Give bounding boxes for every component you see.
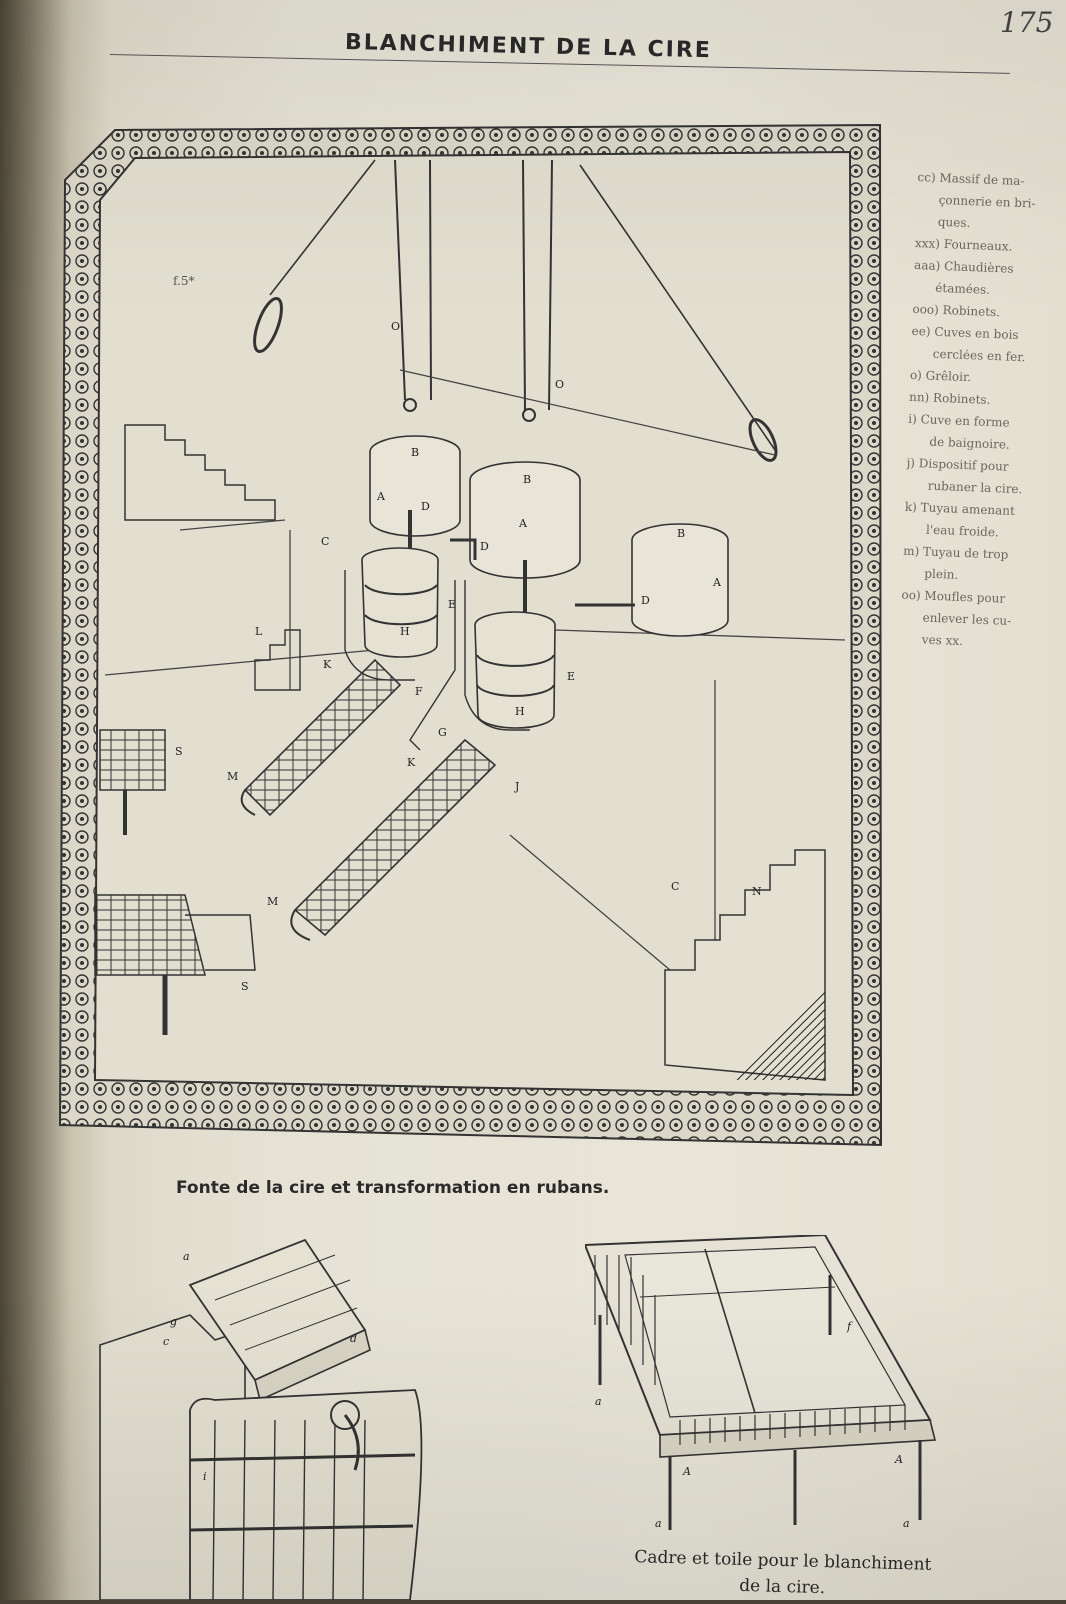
svg-text:O: O — [391, 320, 400, 333]
page-number: 175 — [1000, 6, 1054, 39]
table-1 — [99, 729, 166, 835]
frame-figure-caption: Cadre et toile pour le blanchiment de la… — [633, 1544, 932, 1604]
svg-text:B: B — [677, 527, 685, 540]
svg-text:E: E — [448, 598, 456, 611]
svg-text:S: S — [241, 980, 249, 993]
vat-1 — [361, 547, 439, 658]
tub-1 — [240, 658, 402, 817]
svg-text:G: G — [438, 726, 447, 739]
svg-text:O: O — [555, 378, 564, 391]
diagram-labels: B A D B A D B A D C E H E H K K F G J M … — [175, 320, 762, 993]
scribble: f.5* — [173, 274, 194, 288]
main-figure-caption: Fonte de la cire et transformation en ru… — [176, 1178, 610, 1198]
svg-text:c: c — [163, 1335, 169, 1348]
svg-text:A: A — [712, 576, 722, 589]
svg-text:K: K — [407, 756, 416, 769]
svg-text:A: A — [894, 1453, 903, 1466]
vat-2 — [474, 611, 556, 729]
svg-text:A: A — [682, 1465, 691, 1478]
svg-text:B: B — [523, 473, 531, 486]
legend: cc) Massif de ma-çonnerie en bri-ques. x… — [899, 166, 1065, 655]
svg-text:K: K — [323, 658, 332, 671]
svg-text:d: d — [350, 1332, 357, 1345]
table-2 — [94, 894, 256, 1035]
svg-text:B: B — [411, 446, 419, 459]
svg-text:a: a — [903, 1517, 910, 1530]
svg-text:i: i — [203, 1470, 207, 1483]
svg-text:A: A — [518, 517, 528, 530]
svg-text:a: a — [183, 1250, 190, 1263]
svg-text:E: E — [567, 670, 575, 683]
svg-text:H: H — [400, 625, 410, 638]
svg-text:D: D — [480, 540, 489, 553]
boiler-3 — [631, 523, 729, 637]
tub-2 — [290, 738, 497, 941]
svg-text:a: a — [595, 1395, 602, 1408]
boiler-1 — [369, 435, 461, 537]
page-title: BLANCHIMENT DE LA CIRE — [344, 30, 713, 64]
svg-text:A: A — [376, 490, 386, 503]
svg-text:D: D — [641, 594, 650, 607]
svg-text:C: C — [671, 880, 679, 893]
svg-text:a: a — [655, 1517, 662, 1530]
svg-text:H: H — [515, 705, 525, 718]
svg-text:g: g — [170, 1315, 177, 1328]
boiler-2 — [469, 461, 581, 579]
bleaching-frame-illustration: a a a A A f — [585, 1235, 937, 1530]
legend-item: cc) Massif de ma-çonnerie en bri-ques. — [917, 169, 1036, 231]
svg-text:J: J — [514, 780, 519, 793]
svg-text:M: M — [267, 895, 278, 908]
svg-text:L: L — [255, 625, 263, 638]
main-illustration: f.5* — [58, 123, 883, 1147]
svg-text:D: D — [421, 500, 430, 513]
svg-text:M: M — [227, 770, 238, 783]
svg-text:C: C — [321, 535, 329, 548]
svg-text:f: f — [846, 1320, 853, 1333]
svg-text:N: N — [752, 885, 762, 898]
ribbon-device-illustration: a d g c i — [99, 1238, 423, 1600]
svg-text:S: S — [175, 745, 183, 758]
stairs-lower — [664, 849, 826, 1081]
svg-text:F: F — [415, 685, 423, 698]
